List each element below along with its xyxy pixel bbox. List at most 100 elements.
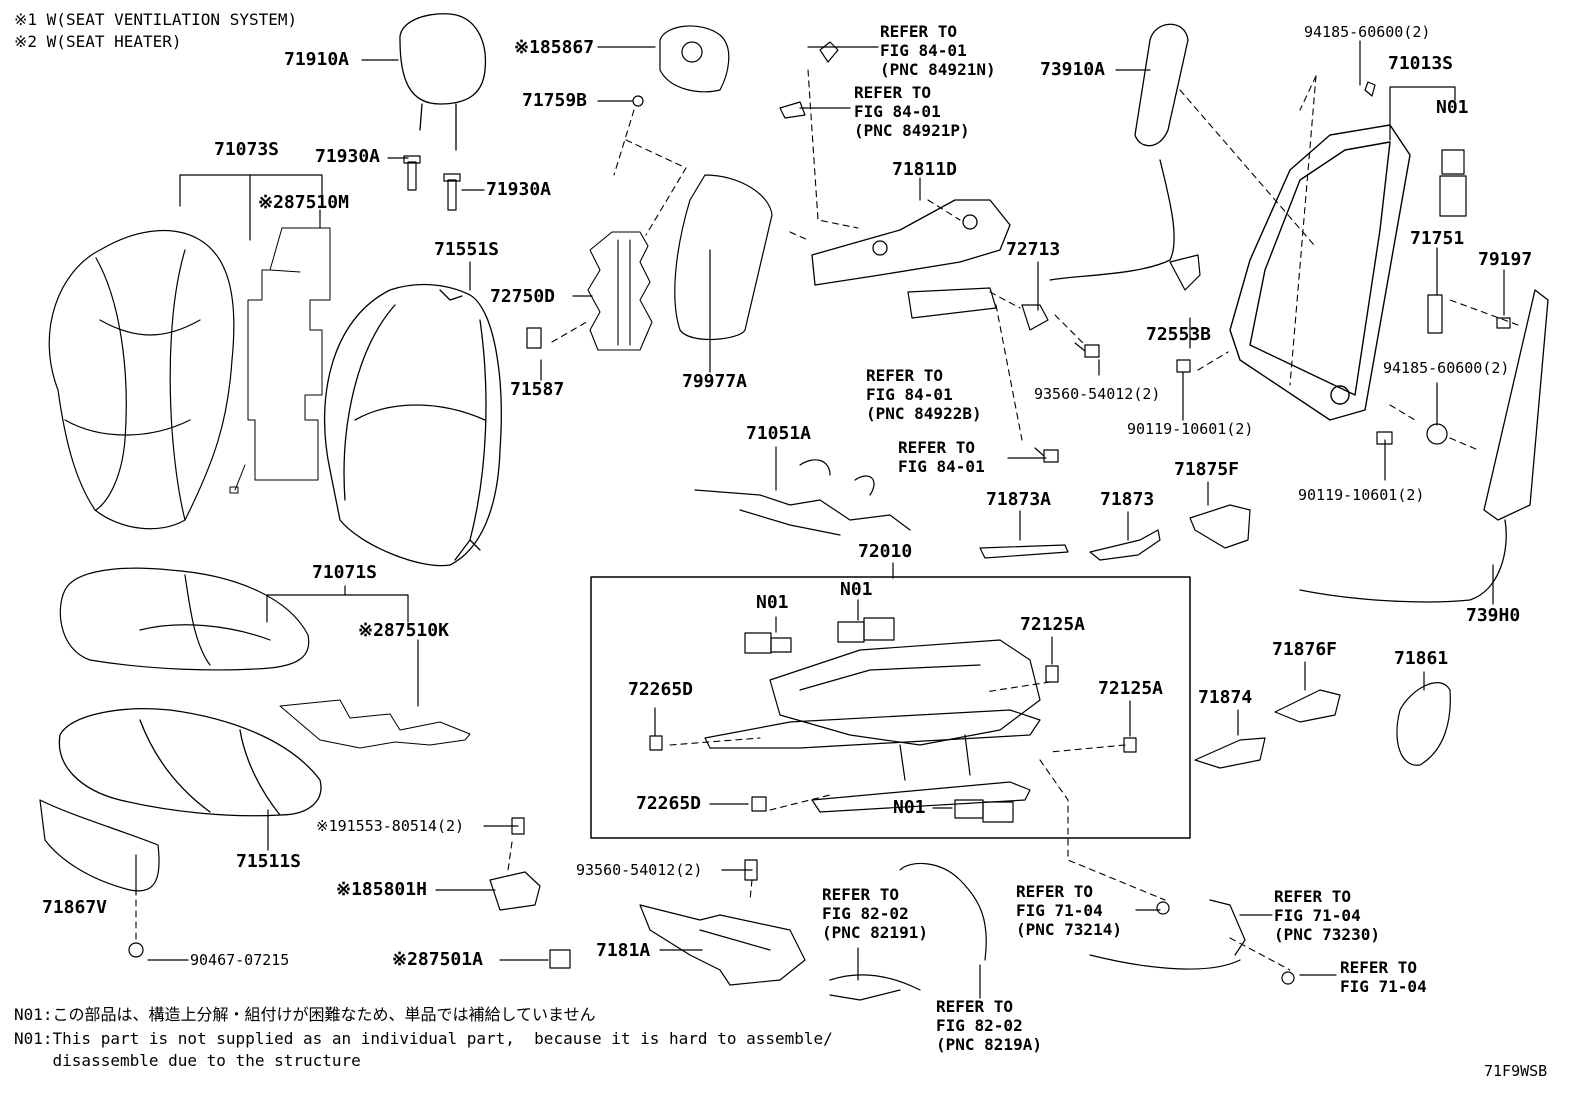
seat-cushion-pad bbox=[58, 708, 322, 817]
part-label-71930A-1[interactable]: 71930A bbox=[315, 146, 381, 167]
part-label-71587[interactable]: 71587 bbox=[510, 379, 565, 400]
refer-fig-71-04[interactable]: REFER TO FIG 71-04 bbox=[1340, 958, 1427, 996]
refer-fig-71-04-73214[interactable]: REFER TO FIG 71-04 (PNC 73214) bbox=[1016, 882, 1122, 939]
part-label-90467-07215[interactable]: 90467-07215 bbox=[190, 951, 290, 969]
airbag-sensor-739H0 bbox=[1299, 289, 1549, 603]
refer-fig-84-01-84921P[interactable]: REFER TO FIG 84-01 (PNC 84921P) bbox=[854, 83, 970, 140]
part-label-87510M[interactable]: ※287510M bbox=[258, 192, 349, 213]
refer-fig-84-01[interactable]: REFER TO FIG 84-01 bbox=[898, 438, 985, 476]
part-label-93560-54012-lower[interactable]: 93560-54012(2) bbox=[576, 861, 703, 879]
switch-knob-84921P bbox=[779, 101, 806, 119]
figure-code: 71F9WSB bbox=[1484, 1062, 1548, 1080]
part-label-185867[interactable]: ※185867 bbox=[514, 37, 595, 58]
part-label-79977A[interactable]: 79977A bbox=[682, 371, 748, 392]
part-label-87510K[interactable]: ※287510K bbox=[358, 620, 449, 641]
seat-track-assembly-box bbox=[590, 576, 1191, 839]
wire-harness-82191 bbox=[829, 862, 987, 1001]
legend-heater: ※2 W(SEAT HEATER) bbox=[14, 32, 182, 51]
part-label-87501A[interactable]: ※287501A bbox=[392, 949, 483, 970]
clip-90467 bbox=[128, 942, 144, 958]
part-label-94185-60600-1[interactable]: 94185-60600(2) bbox=[1304, 23, 1431, 41]
seat-cushion-heater-mat bbox=[279, 699, 471, 749]
part-label-191553-80514[interactable]: ※191553-80514(2) bbox=[316, 817, 465, 835]
part-label-71751[interactable]: 71751 bbox=[1410, 228, 1465, 249]
part-label-71930A-2[interactable]: 71930A bbox=[486, 179, 552, 200]
side-airbag-73910A bbox=[1049, 23, 1189, 281]
clip-72265D-2 bbox=[751, 796, 767, 812]
part-label-71873[interactable]: 71873 bbox=[1100, 489, 1155, 510]
bolt-90119-1 bbox=[1176, 359, 1191, 373]
refer-fig-84-01-84922B[interactable]: REFER TO FIG 84-01 (PNC 84922B) bbox=[866, 366, 982, 423]
screw-79197 bbox=[1496, 317, 1511, 329]
part-label-72125A-2[interactable]: 72125A bbox=[1098, 678, 1164, 699]
clip-72125A-1 bbox=[1045, 665, 1059, 683]
part-label-71873A[interactable]: 71873A bbox=[986, 489, 1052, 510]
part-label-72125A-1[interactable]: 72125A bbox=[1020, 614, 1086, 635]
part-label-90119-10601-2[interactable]: 90119-10601(2) bbox=[1298, 486, 1425, 504]
seatback-frame-71013S bbox=[1229, 124, 1411, 421]
part-label-n01-a[interactable]: N01 bbox=[756, 592, 789, 613]
part-label-90119-10601-1[interactable]: 90119-10601(2) bbox=[1127, 420, 1254, 438]
part-label-71910A[interactable]: 71910A bbox=[284, 49, 350, 70]
part-label-71867V[interactable]: 71867V bbox=[42, 897, 108, 918]
bracket-72713 bbox=[1021, 304, 1049, 331]
switch-84922B bbox=[907, 287, 997, 319]
part-label-71874[interactable]: 71874 bbox=[1198, 687, 1253, 708]
refer-fig-82-02-82191[interactable]: REFER TO FIG 82-02 (PNC 82191) bbox=[822, 885, 928, 942]
seatback-board bbox=[674, 174, 773, 341]
part-label-79197[interactable]: 79197 bbox=[1478, 249, 1533, 270]
part-label-n01-d[interactable]: N01 bbox=[1436, 97, 1469, 118]
part-label-71759B[interactable]: 71759B bbox=[522, 90, 588, 111]
seat-harness-71051A bbox=[694, 459, 911, 536]
ventilation-fan-185801H bbox=[489, 871, 541, 911]
note-n01-japanese: N01:この部品は、構造上分解・組付けが困難なため、単品では補給していません bbox=[14, 1005, 596, 1024]
heater-thermostat-87501A bbox=[549, 949, 571, 969]
bracket-71873 bbox=[1089, 529, 1161, 561]
part-label-72010[interactable]: 72010 bbox=[858, 541, 913, 562]
bracket-71873A bbox=[979, 544, 1069, 559]
leader-lines bbox=[135, 40, 1505, 999]
part-label-72265D-2[interactable]: 72265D bbox=[636, 793, 702, 814]
part-label-739H0[interactable]: 739H0 bbox=[1466, 605, 1521, 626]
bolt-90119-2 bbox=[1376, 431, 1393, 445]
refer-fig-82-02-8219A[interactable]: REFER TO FIG 82-02 (PNC 8219A) bbox=[936, 997, 1042, 1054]
clip-72125A-2 bbox=[1123, 737, 1137, 753]
nut-94185-bottom bbox=[1426, 423, 1448, 445]
legend-ventilation: ※1 W(SEAT VENTILATION SYSTEM) bbox=[14, 10, 298, 29]
screw-93560-upper bbox=[1074, 342, 1100, 358]
part-label-73910A[interactable]: 73910A bbox=[1040, 59, 1106, 80]
motor-n01-frame bbox=[1439, 149, 1467, 217]
part-label-72713[interactable]: 72713 bbox=[1006, 239, 1061, 260]
bracket-71874 bbox=[1194, 737, 1266, 769]
part-label-71811D[interactable]: 71811D bbox=[892, 159, 958, 180]
part-label-71876F[interactable]: 71876F bbox=[1272, 639, 1338, 660]
seat-side-shield-71811D bbox=[811, 199, 1011, 286]
part-label-71071S[interactable]: 71071S bbox=[312, 562, 378, 583]
part-label-n01-c[interactable]: N01 bbox=[893, 797, 926, 818]
part-label-72750D[interactable]: 72750D bbox=[490, 286, 556, 307]
part-label-185801H[interactable]: ※185801H bbox=[336, 879, 427, 900]
part-label-72265D-1[interactable]: 72265D bbox=[628, 679, 694, 700]
screw-191553 bbox=[511, 817, 525, 835]
part-label-94185-60600-2[interactable]: 94185-60600(2) bbox=[1383, 359, 1510, 377]
seat-track-assembly bbox=[704, 639, 1041, 813]
cover-71861 bbox=[1396, 682, 1451, 766]
part-label-71511S[interactable]: 71511S bbox=[236, 851, 302, 872]
part-label-71013S[interactable]: 71013S bbox=[1388, 53, 1454, 74]
part-label-71875F[interactable]: 71875F bbox=[1174, 459, 1240, 480]
part-label-72553B[interactable]: 72553B bbox=[1146, 324, 1212, 345]
cushion-front-trim bbox=[39, 799, 160, 892]
part-label-71551S[interactable]: 71551S bbox=[434, 239, 500, 260]
part-label-93560-54012-upper[interactable]: 93560-54012(2) bbox=[1034, 385, 1161, 403]
refer-fig-84-01-84921N[interactable]: REFER TO FIG 84-01 (PNC 84921N) bbox=[880, 22, 996, 79]
part-label-71073S[interactable]: 71073S bbox=[214, 139, 280, 160]
seat-cushion-cover bbox=[59, 567, 310, 671]
seatback-pad bbox=[324, 283, 502, 567]
bracket-71875F bbox=[1189, 504, 1251, 549]
part-label-71861[interactable]: 71861 bbox=[1394, 648, 1449, 669]
part-label-71051A[interactable]: 71051A bbox=[746, 423, 812, 444]
refer-fig-71-04-73230[interactable]: REFER TO FIG 71-04 (PNC 73230) bbox=[1274, 887, 1380, 944]
part-label-7181A[interactable]: 7181A bbox=[596, 940, 651, 961]
part-label-n01-b[interactable]: N01 bbox=[840, 579, 873, 600]
